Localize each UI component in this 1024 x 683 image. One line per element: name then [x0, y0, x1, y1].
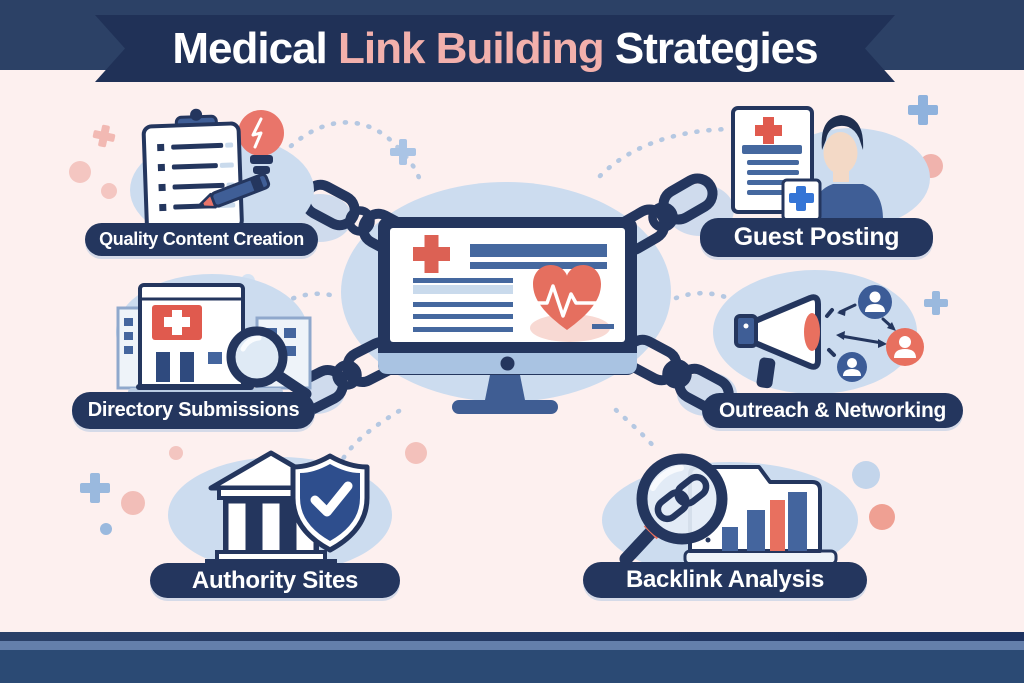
strategy-label-quality-content-creation: Quality Content Creation	[85, 223, 318, 256]
pencil-icon	[196, 173, 271, 209]
decor-circle	[852, 461, 880, 489]
bank-building-shield-check-icon	[168, 446, 392, 573]
avatar-blue-icon	[858, 285, 892, 319]
clipboard-icon	[141, 108, 244, 234]
person-icon	[812, 115, 883, 220]
arc-quality-to-center	[288, 120, 424, 188]
screen-content	[413, 235, 614, 342]
strategy-label-directory-submissions: Directory Submissions	[72, 392, 315, 429]
ecg-line-icon	[527, 284, 609, 318]
clipboard-lightbulb-pencil-icon	[130, 108, 314, 245]
hospital-magnifier-icon	[116, 274, 312, 400]
decor-circle	[869, 504, 895, 530]
title-ribbon: Medical Link Building Strategies	[95, 15, 895, 82]
megaphone-people-arrows-icon	[713, 270, 924, 394]
arc-center-to-authority	[338, 408, 402, 465]
link-icon	[654, 473, 710, 523]
medical-card-icon	[781, 178, 822, 222]
avatar-blue-icon	[837, 352, 867, 382]
network-arrows	[836, 303, 896, 348]
avatar-salmon-icon	[886, 328, 924, 366]
magnifier-link-icon	[619, 453, 728, 566]
bottom-band-dark	[0, 632, 1024, 641]
checkmark-icon	[310, 481, 353, 517]
avatar-icons	[837, 285, 924, 382]
magnifier-link-bar-chart-icon	[602, 453, 895, 578]
plus-icon	[80, 473, 110, 503]
magnifier-icon	[226, 326, 312, 400]
bottom-band-base	[0, 650, 1024, 683]
heart-icon	[533, 264, 601, 330]
page-title: Medical Link Building Strategies	[172, 24, 817, 74]
arc-center-to-backlink	[613, 407, 659, 452]
strategy-label-backlink-analysis: Backlink Analysis	[583, 562, 867, 598]
plus-icon	[924, 291, 948, 315]
decor-circle	[169, 446, 183, 460]
bottom-band-light	[0, 641, 1024, 650]
megaphone-icon	[734, 294, 836, 389]
medical-website-monitor-icon	[295, 173, 737, 416]
title-part-1: Medical	[172, 23, 338, 73]
arc-center-to-guest	[597, 126, 734, 179]
decor-plus-signs	[80, 95, 948, 503]
strategy-label-outreach-networking: Outreach & Networking	[702, 393, 963, 428]
monitor-base	[452, 400, 558, 414]
plus-icon	[92, 124, 116, 148]
lightbulb-icon	[238, 110, 284, 184]
plus-icon	[390, 139, 416, 165]
title-part-3: Strategies	[603, 23, 818, 73]
title-part-highlight: Link Building	[338, 23, 604, 73]
arc-directory-to-center	[259, 291, 341, 319]
medical-article-person-icon	[731, 106, 930, 228]
monitor-stand	[485, 370, 525, 400]
strategy-label-authority-sites: Authority Sites	[150, 563, 400, 598]
monitor-button	[500, 356, 515, 371]
bar-chart-icon	[722, 492, 807, 551]
strategy-label-guest-posting: Guest Posting	[700, 218, 933, 257]
plus-icon	[908, 95, 938, 125]
shield-check-icon	[290, 453, 370, 553]
